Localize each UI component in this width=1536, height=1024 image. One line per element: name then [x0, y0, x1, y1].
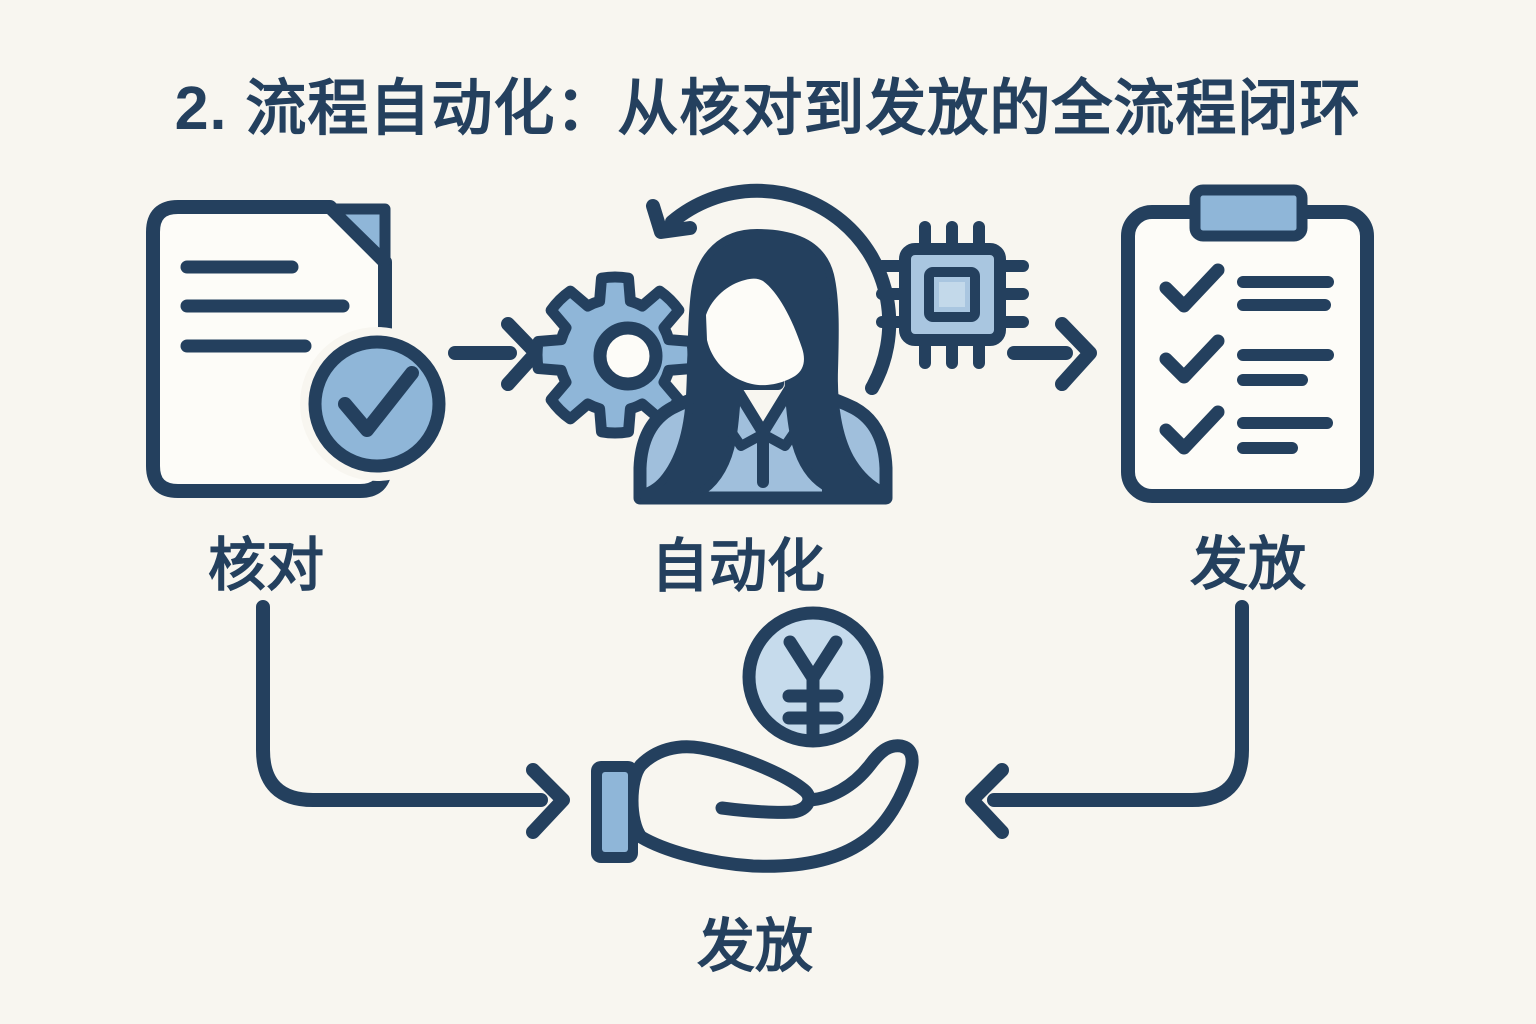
hand-cuff-panel	[602, 772, 628, 852]
curve-arrow-right	[965, 600, 1249, 839]
arrow-right-icon	[448, 317, 543, 391]
document-text-lines	[180, 260, 350, 353]
hand-icon	[591, 739, 919, 873]
folded-corner	[326, 203, 391, 267]
arrow-right-icon	[1007, 317, 1097, 391]
clipboard-clip	[1189, 184, 1308, 242]
yen-coin-icon	[742, 606, 884, 748]
chip-icon	[876, 221, 1029, 369]
face	[706, 278, 804, 386]
cycle-arrow-icon	[646, 183, 897, 395]
check-mark	[338, 366, 419, 437]
label-verify: 核对	[207, 533, 325, 598]
document-check-icon	[146, 200, 454, 498]
page-title: 2. 流程自动化：从核对到发放的全流程闭环	[174, 74, 1362, 142]
checklist-lines	[1237, 276, 1334, 454]
label-automation: 自动化	[650, 534, 826, 599]
yen-symbol	[782, 635, 844, 746]
checklist-clipboard-icon	[1121, 184, 1374, 503]
label-distribute: 发放	[1189, 532, 1307, 597]
check-circle	[308, 335, 446, 473]
checklist-checks	[1159, 263, 1225, 455]
label-payout: 发放	[696, 914, 814, 979]
curve-arrow-left	[256, 600, 570, 839]
person-icon	[633, 229, 893, 505]
